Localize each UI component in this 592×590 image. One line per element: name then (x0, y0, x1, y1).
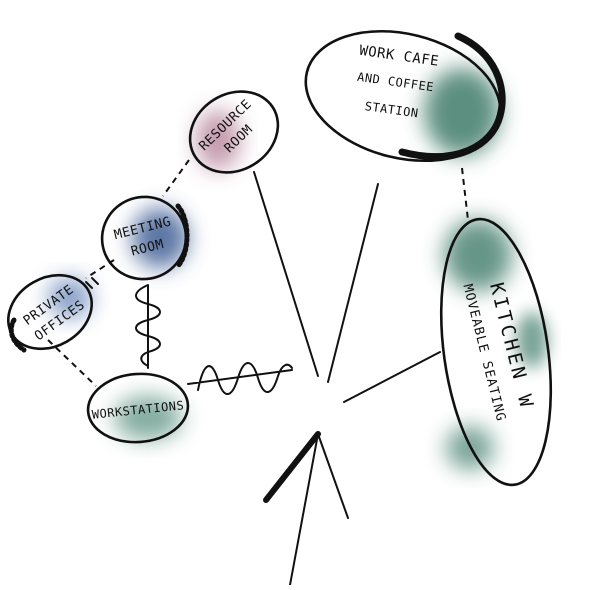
work-cafe-tint (424, 68, 500, 156)
kitchen-tint-top (444, 219, 512, 291)
work-cafe-bold-arc (398, 32, 506, 160)
private-offices-scalloped-edge (8, 317, 27, 353)
work-cafe-label-line2: AND COFFEE (356, 70, 434, 95)
resource-room-tint (196, 110, 240, 170)
meeting-room-scalloped-edge (175, 203, 190, 269)
cafe-kitchen-dashed-link (461, 167, 469, 221)
person-figure (263, 431, 349, 586)
work-cafe-label-line1: WORK CAFE (358, 43, 440, 70)
person-left-line (289, 433, 319, 586)
meeting-resource-dashed-link (162, 159, 190, 197)
connectors (47, 159, 469, 403)
resource-room-outline (188, 90, 280, 174)
resource-person-line (253, 171, 319, 377)
offices-link-ticks (85, 277, 99, 289)
kitchen-person-line (343, 351, 441, 403)
work-cafe-label-line3: STATION (364, 99, 420, 120)
workstations-tint (114, 396, 182, 440)
private-offices-tint (48, 278, 92, 318)
person-right-line (317, 433, 349, 519)
workstations-wave-link (187, 362, 293, 395)
emphasis-marks (8, 32, 506, 353)
cafe-person-line (327, 183, 379, 383)
meeting-workstations-squiggle (135, 284, 161, 369)
kitchen-outline (439, 217, 553, 487)
meeting-room-tint (132, 208, 188, 268)
person-bold-stroke (263, 431, 321, 503)
tint-layer (48, 68, 548, 470)
workstations-outline (86, 372, 190, 444)
kitchen-tint-side (516, 312, 548, 368)
